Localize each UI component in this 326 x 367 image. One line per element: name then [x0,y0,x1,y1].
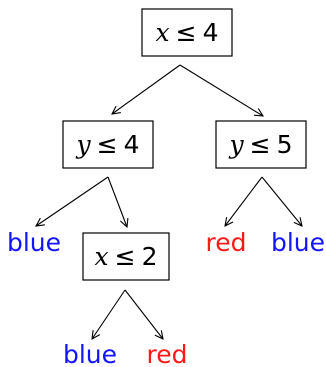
edge-root-to-right [179,64,263,116]
root-var: x [156,18,170,47]
left-val: 4 [124,130,140,159]
node-left-right-x-le-2: x≤2 [82,232,170,281]
edge-right-to-red-leaf [225,176,263,226]
left-right-var: x [95,242,109,271]
node-right-y-le-5: y≤5 [215,120,307,169]
right-val: 5 [277,130,293,159]
edge-x-le-2-to-red-leaf [124,289,163,339]
leaf-right-left: red [206,228,247,257]
root-val: 4 [203,18,219,47]
leaf-left-right-left: blue [63,340,117,367]
leaf-left-left: blue [7,228,61,257]
node-root-x-le-4: x≤4 [141,8,233,57]
edge-root-to-left [112,64,181,114]
leaf-left-right-right: red [147,340,188,367]
left-right-val: 2 [142,242,158,271]
node-left-y-le-4: y≤4 [62,120,154,169]
svg-text:x≤4: x≤4 [156,18,219,47]
edge-left-to-blue-leaf [36,176,109,226]
svg-text:y≤4: y≤4 [76,130,140,159]
svg-text:y≤5: y≤5 [229,130,293,159]
leaf-right-right: blue [271,228,325,257]
svg-text:x≤2: x≤2 [95,242,158,271]
right-op: ≤ [250,130,271,159]
edge-right-to-blue-leaf [261,176,302,226]
left-var: y [76,130,92,159]
root-op: ≤ [176,18,197,47]
left-op: ≤ [97,130,118,159]
right-var: y [229,130,245,159]
left-right-op: ≤ [115,242,136,271]
edge-x-le-2-to-blue-leaf [92,289,126,339]
edge-left-to-x-le-2 [107,176,127,227]
